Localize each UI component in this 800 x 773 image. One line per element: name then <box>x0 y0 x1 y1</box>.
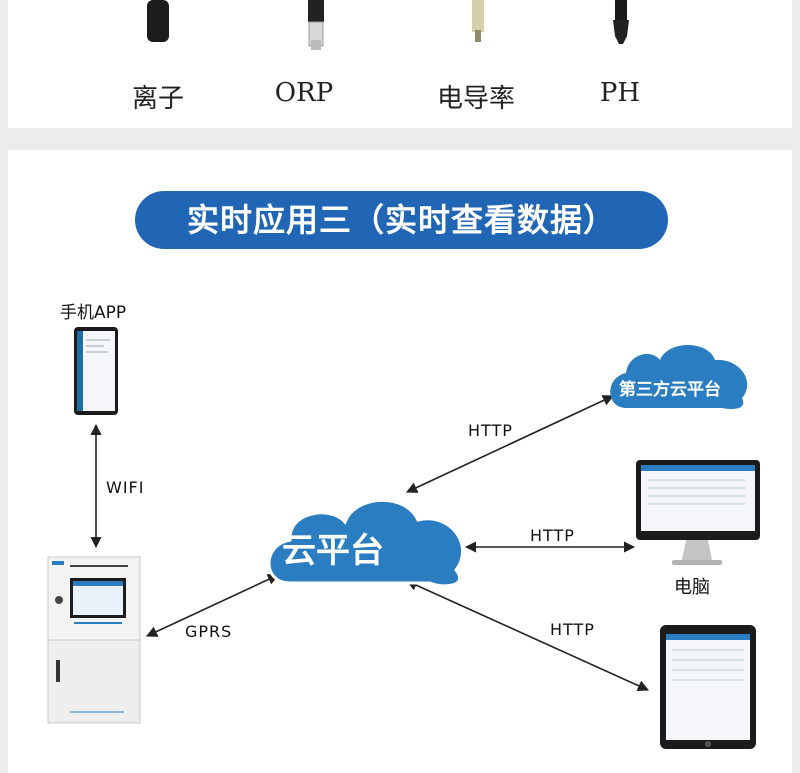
section-title: 实时应用三（实时查看数据） <box>135 191 668 249</box>
computer-label: 电脑 <box>674 577 710 598</box>
gprs-label: GPRS <box>185 622 233 641</box>
http-tablet-arrow <box>405 580 650 691</box>
cloud-platform-icon <box>267 498 464 588</box>
third-party-cloud-icon <box>610 345 748 409</box>
probe-label-orp: ORP <box>274 78 334 108</box>
monitoring-cabinet-icon <box>47 556 141 724</box>
third-party-cloud-label: 第三方云平台 <box>619 380 721 400</box>
http-third-party-label: HTTP <box>468 421 513 440</box>
conductivity-probe-icon <box>472 0 484 42</box>
http-third-party-arrow <box>405 395 615 493</box>
ph-probe-icon <box>613 0 629 44</box>
http-tablet-label: HTTP <box>550 620 595 639</box>
cloud-platform-label: 云平台 <box>282 531 384 571</box>
orp-probe-icon <box>308 0 324 50</box>
computer-monitor-icon <box>636 460 760 565</box>
tablet-icon <box>660 625 756 749</box>
probe-label-ph: PH <box>599 78 641 108</box>
probe-label-conductivity: 电导率 <box>436 84 515 114</box>
probe-panel: 离子 ORP 电导率 PH <box>8 0 792 128</box>
phone-icon <box>74 327 118 415</box>
phone-app-label: 手机APP <box>60 303 127 323</box>
ion-probe-icon <box>147 0 169 42</box>
probe-label-ion: 离子 <box>131 84 184 114</box>
http-computer-label: HTTP <box>530 526 575 545</box>
wifi-label: WIFI <box>106 478 145 497</box>
gprs-link-arrow <box>145 574 280 637</box>
